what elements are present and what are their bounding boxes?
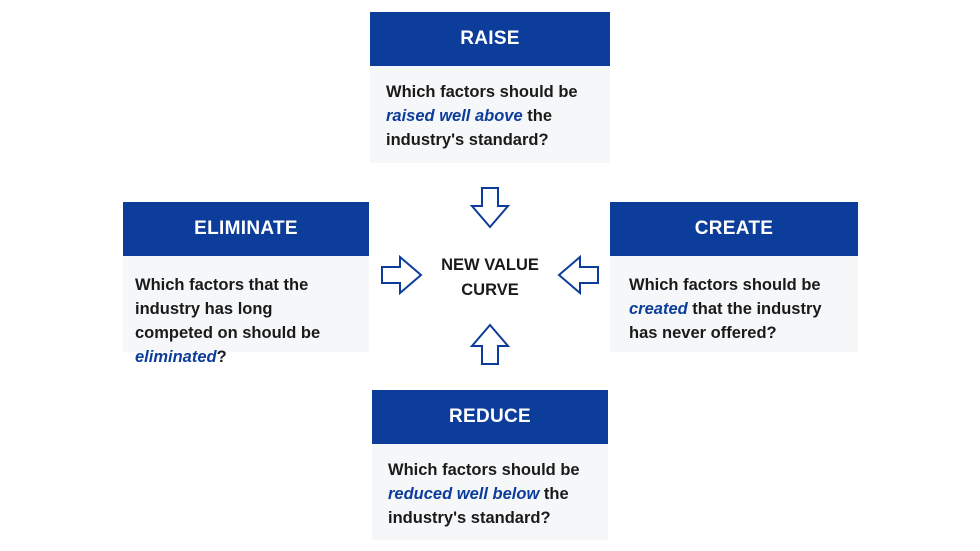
create-text-2: that the industry has never offered? bbox=[629, 300, 822, 342]
eliminate-text-emphasis: eliminated bbox=[135, 348, 217, 366]
reduce-card: REDUCE Which factors should be reduced we… bbox=[372, 390, 608, 540]
arrow-up-icon bbox=[470, 323, 510, 365]
eliminate-card: ELIMINATE Which factors that the industr… bbox=[123, 202, 369, 366]
reduce-text-1: Which factors should be bbox=[388, 461, 580, 479]
eliminate-card-text: Which factors that the industry has long… bbox=[123, 256, 369, 383]
raise-card: RAISE Which factors should be raised well… bbox=[370, 12, 610, 163]
reduce-card-text: Which factors should be reduced well belo… bbox=[372, 444, 608, 544]
create-text-1: Which factors should be bbox=[629, 276, 821, 294]
raise-text-1: Which factors should be bbox=[386, 83, 578, 101]
reduce-text-emphasis: reduced well below bbox=[388, 485, 540, 503]
arrow-down-icon bbox=[470, 187, 510, 229]
eliminate-text-2: ? bbox=[216, 348, 227, 366]
eliminate-card-title: ELIMINATE bbox=[123, 202, 369, 256]
arrow-left-icon bbox=[557, 255, 599, 295]
raise-text-2: the industry's standard? bbox=[386, 107, 552, 149]
reduce-card-title: REDUCE bbox=[372, 390, 608, 444]
center-label: NEW VALUE CURVE bbox=[420, 253, 560, 303]
arrow-right-icon bbox=[381, 255, 423, 295]
raise-card-text: Which factors should be raised well above… bbox=[370, 66, 610, 166]
raise-card-title: RAISE bbox=[370, 12, 610, 66]
create-card-text: Which factors should be created that the … bbox=[610, 256, 858, 359]
reduce-text-2: the industry's standard? bbox=[388, 485, 569, 527]
center-label-line-1: NEW VALUE bbox=[441, 256, 539, 274]
eliminate-text-1: Which factors that the industry has long… bbox=[135, 276, 321, 342]
create-card: CREATE Which factors should be created th… bbox=[610, 202, 858, 352]
center-label-line-2: CURVE bbox=[461, 281, 519, 299]
raise-text-emphasis: raised well above bbox=[386, 107, 523, 125]
create-text-emphasis: created bbox=[629, 300, 688, 318]
create-card-title: CREATE bbox=[610, 202, 858, 256]
